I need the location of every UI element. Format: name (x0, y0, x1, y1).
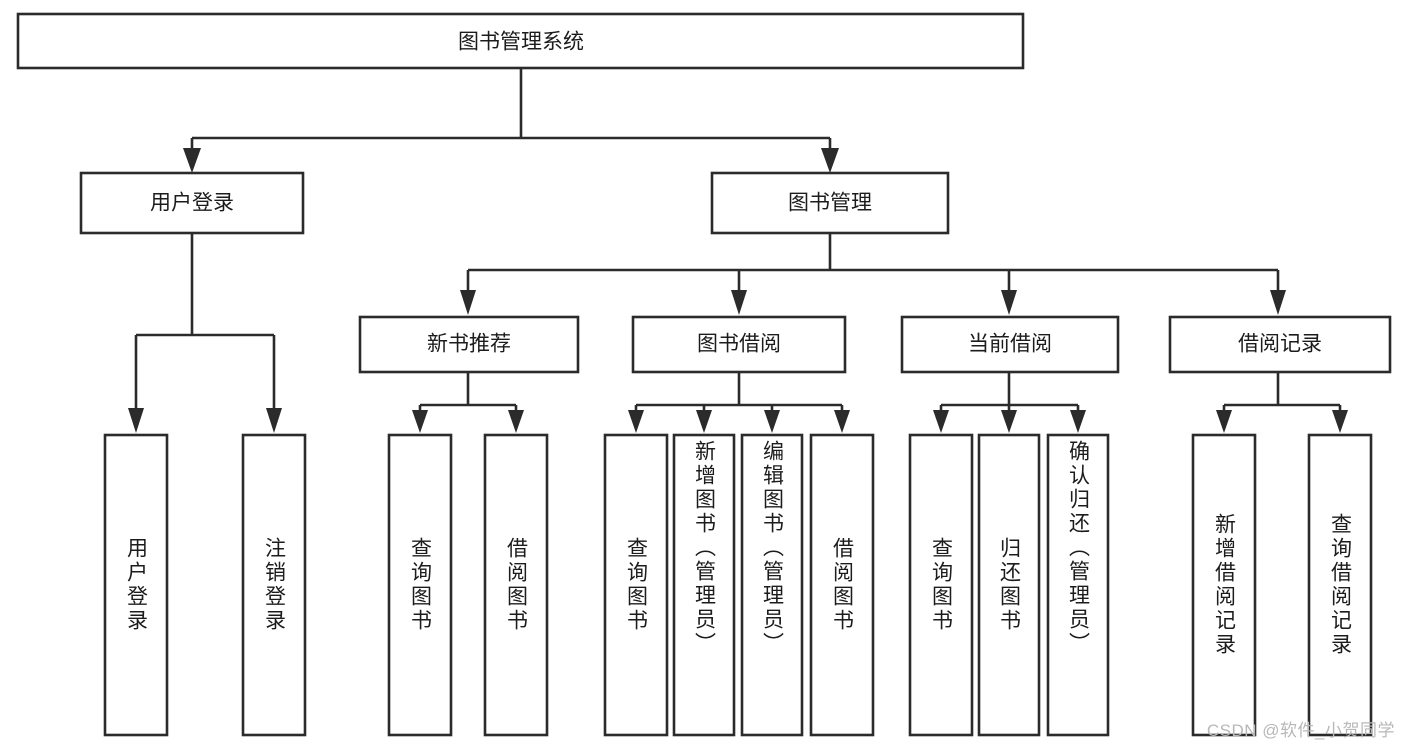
arrow-head-user-login (183, 148, 201, 173)
connector-group-current-borrow (933, 372, 1086, 433)
connector-group-book-management (460, 233, 1286, 315)
arrow-head-book-management (821, 148, 839, 173)
arrow-head-leaf-query-record (1332, 410, 1348, 433)
connector-group-new-book-recommend (412, 372, 524, 433)
node-current-borrow-label: 当前借阅 (968, 333, 1052, 356)
arrow-head-leaf-query-book-3 (933, 410, 949, 433)
arrow-head-leaf-borrow-book-1 (508, 410, 524, 433)
node-leaf-edit-book[interactable] (740, 433, 804, 737)
node-leaf-query-record[interactable] (1307, 433, 1373, 737)
node-leaf-add-book[interactable] (672, 433, 736, 737)
node-leaf-query-book-1[interactable] (387, 433, 453, 737)
csdn-watermark: CSDN @软件_小贺同学 (1206, 721, 1395, 740)
arrow-head-leaf-add-book (696, 410, 712, 433)
connector-group-book-borrow (628, 372, 850, 433)
connector-group-user-login (128, 233, 282, 433)
connector-group-root (183, 68, 839, 173)
arrow-head-book-borrow (731, 290, 747, 315)
node-borrow-record-label: 借阅记录 (1238, 333, 1322, 356)
node-leaf-return-book[interactable] (977, 433, 1041, 737)
arrow-head-leaf-query-book-1 (412, 410, 428, 433)
arrow-head-leaf-confirm-return (1070, 410, 1086, 433)
node-leaf-borrow-book-1[interactable] (483, 433, 549, 737)
arrow-head-leaf-edit-book (764, 410, 780, 433)
node-leaf-logout-login[interactable] (241, 433, 307, 737)
arrow-head-leaf-borrow-book-2 (834, 410, 850, 433)
node-leaf-add-record[interactable] (1191, 433, 1257, 737)
node-book-management-label: 图书管理 (788, 192, 872, 215)
arrow-head-leaf-logout-login (266, 408, 282, 433)
node-book-management[interactable] (710, 171, 950, 235)
node-leaf-confirm-return[interactable] (1046, 433, 1110, 737)
arrow-head-leaf-user-login (128, 408, 144, 433)
node-user-login-label: 用户登录 (150, 192, 234, 215)
node-user-login[interactable] (79, 171, 305, 235)
node-root[interactable] (16, 12, 1025, 70)
node-new-book-recommend[interactable] (358, 315, 580, 374)
node-leaf-borrow-book-2[interactable] (809, 433, 875, 737)
node-book-borrow-label: 图书借阅 (697, 333, 781, 356)
arrow-head-leaf-add-record (1216, 410, 1232, 433)
node-leaf-user-login[interactable] (103, 433, 169, 737)
node-borrow-record[interactable] (1168, 315, 1392, 374)
arrow-head-new-book-recommend (460, 290, 476, 315)
node-new-book-recommend-label: 新书推荐 (427, 333, 511, 356)
node-leaf-query-book-3[interactable] (908, 433, 974, 737)
node-leaf-query-book-2[interactable] (603, 433, 669, 737)
node-current-borrow[interactable] (900, 315, 1120, 374)
arrow-head-borrow-record (1270, 290, 1286, 315)
arrow-head-leaf-query-book-2 (628, 410, 644, 433)
connector-group-borrow-record (1216, 372, 1348, 433)
arrow-head-current-borrow (1001, 290, 1017, 315)
node-root-label: 图书管理系统 (458, 31, 584, 54)
arrow-head-leaf-return-book (1001, 410, 1017, 433)
node-book-borrow[interactable] (631, 315, 847, 374)
